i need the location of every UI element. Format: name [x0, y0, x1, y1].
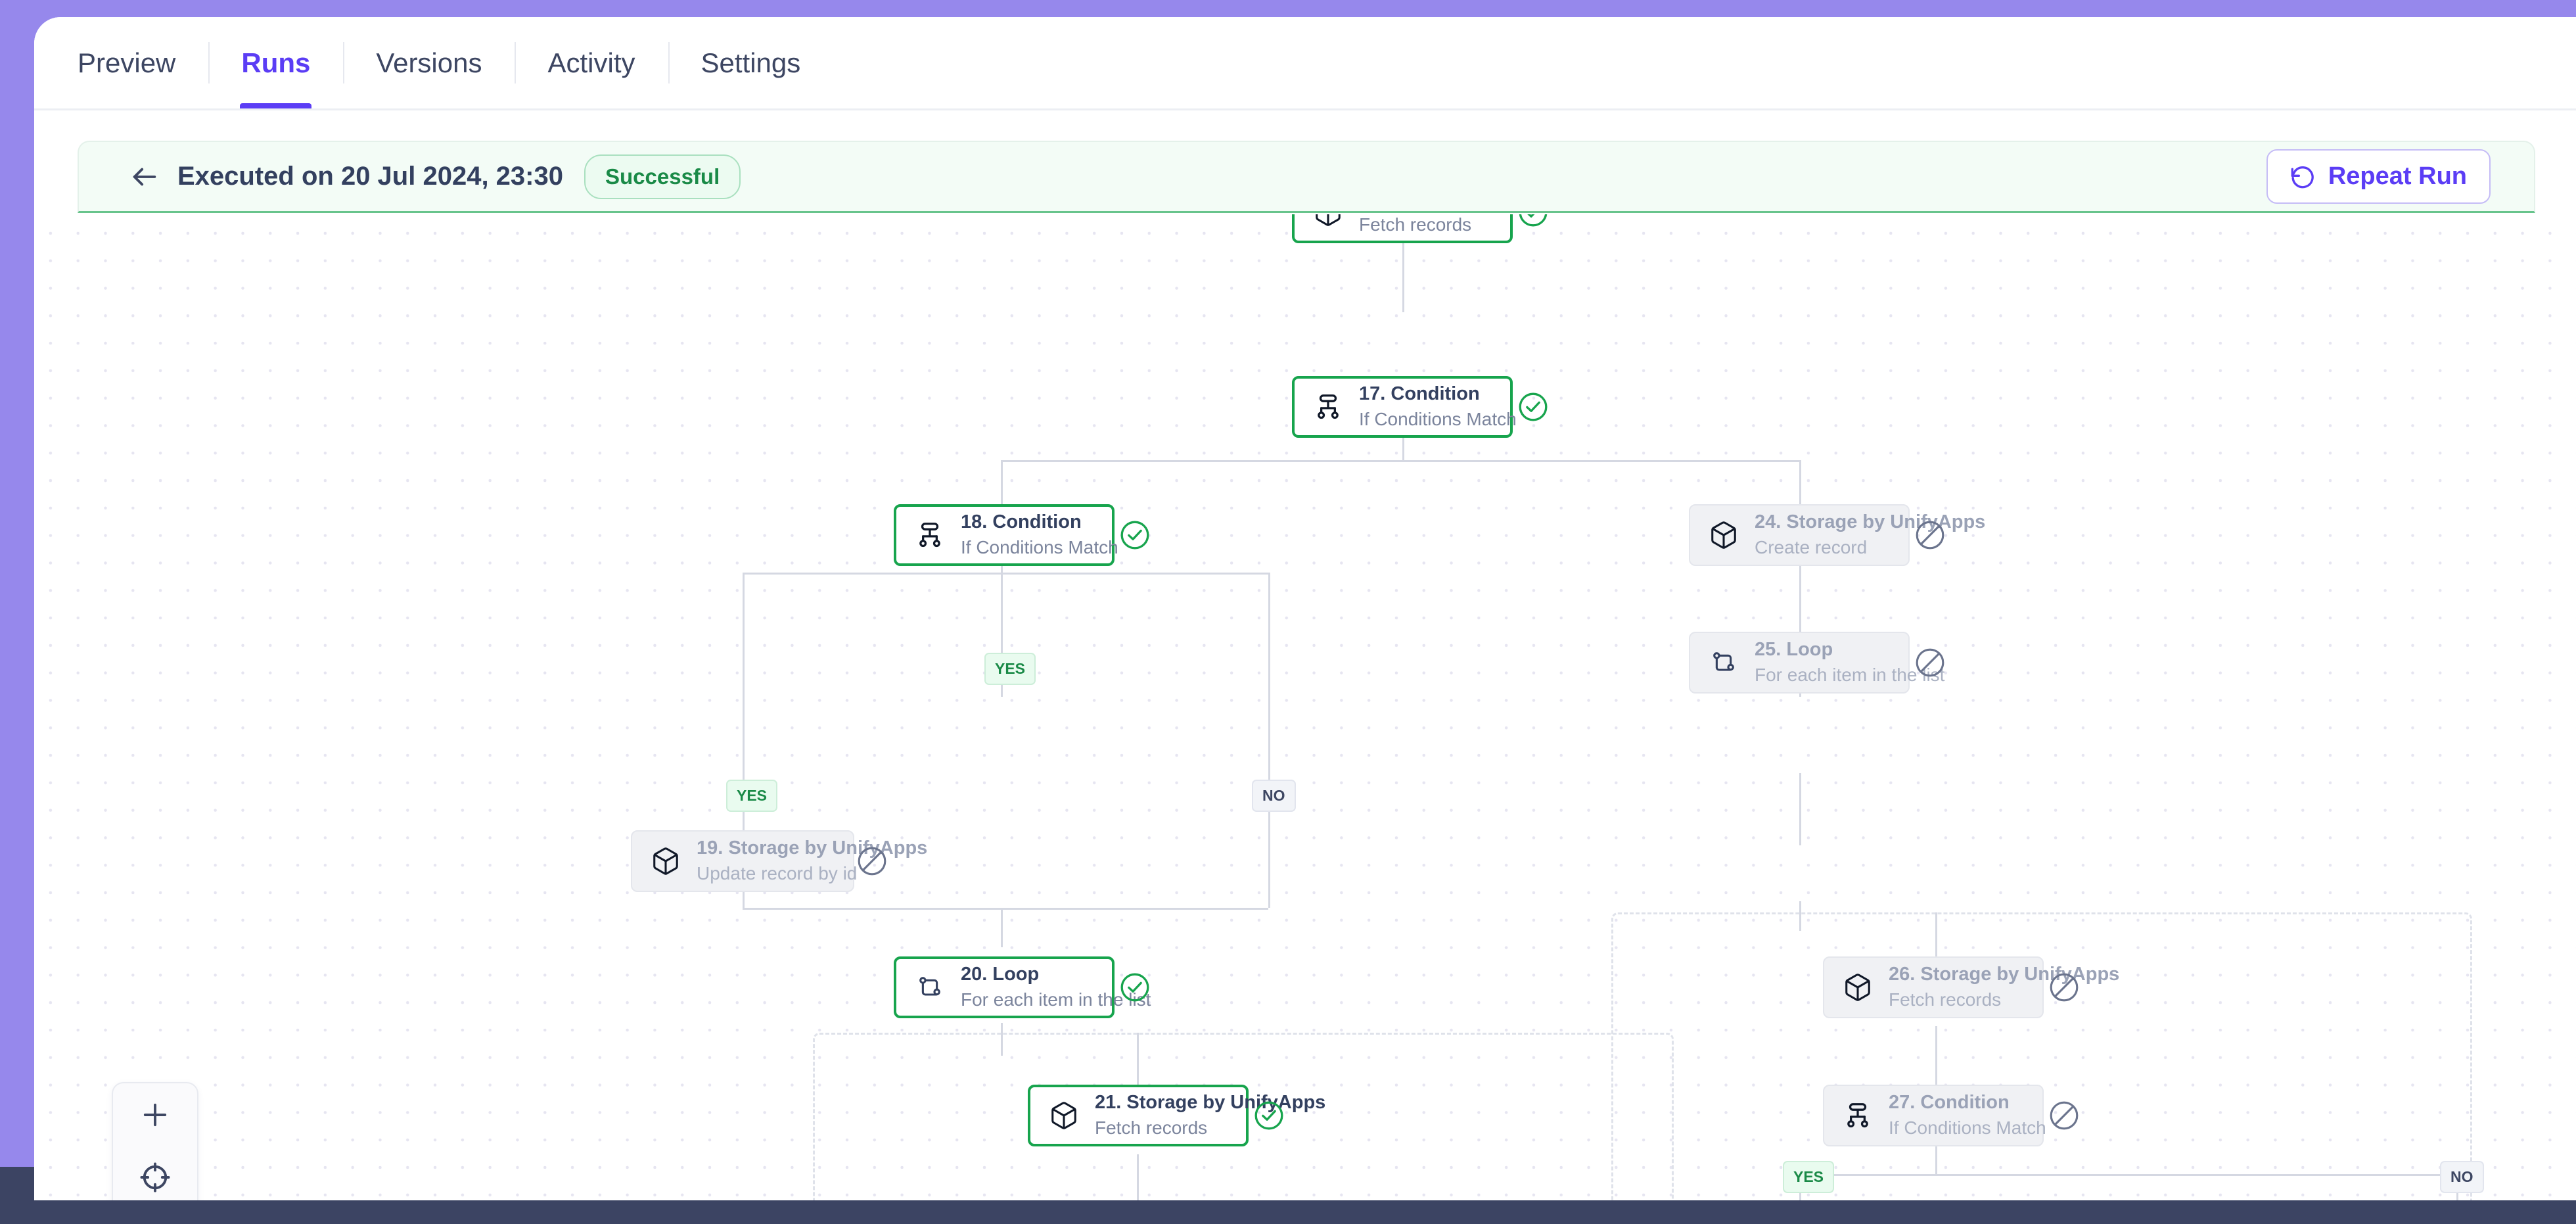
- branch-label-no-27: NO: [2440, 1161, 2484, 1193]
- tab-versions-label: Versions: [376, 47, 482, 78]
- connector-21-to-22: [1137, 1154, 1139, 1200]
- node-title: 26. Storage by UnifyApps: [1889, 964, 2120, 985]
- condition-icon: [1309, 392, 1347, 422]
- node-subtitle: Update record by id: [697, 862, 858, 883]
- workflow-node-26[interactable]: 26. Storage by UnifyApps Fetch records: [1823, 956, 2119, 1018]
- condition-icon: [1839, 1100, 1877, 1131]
- loop-body-container-25: [1611, 912, 2472, 1200]
- node-title: 21. Storage by UnifyApps: [1095, 1092, 1326, 1114]
- node-subtitle: If Conditions Match: [1889, 1117, 2046, 1138]
- check-circle-icon: [1253, 1099, 1285, 1132]
- connector-17-no-down: [1799, 460, 1801, 697]
- package-icon: [1705, 520, 1743, 550]
- check-circle-icon: [1517, 214, 1550, 229]
- connector-17-split: [1402, 434, 1404, 460]
- package-icon: [647, 846, 685, 876]
- zoom-controls: [112, 1082, 198, 1200]
- tab-activity[interactable]: Activity: [515, 17, 668, 108]
- connector-split-27: [1799, 1174, 2456, 1176]
- tab-versions[interactable]: Versions: [343, 17, 515, 108]
- node-subtitle: If Conditions Match: [1359, 408, 1517, 429]
- node-subtitle: Create record: [1755, 536, 1868, 557]
- skipped-icon: [1914, 646, 1946, 679]
- node-subtitle: If Conditions Match: [961, 536, 1118, 557]
- node-title: 19. Storage by UnifyApps: [697, 837, 928, 859]
- check-circle-icon: [1118, 519, 1151, 552]
- skipped-icon: [1914, 519, 1946, 552]
- node-subtitle: Fetch records: [1095, 1117, 1208, 1138]
- node-title: 18. Condition: [961, 511, 1082, 533]
- tab-activity-label: Activity: [547, 47, 635, 78]
- connector-split-17: [1001, 460, 1799, 462]
- connector-20-loopbody: [1001, 1023, 1003, 1056]
- branch-label-no-18: NO: [1252, 780, 1296, 812]
- tab-runs-label: Runs: [241, 47, 311, 78]
- loop-icon: [911, 973, 949, 1002]
- package-icon: [1045, 1100, 1083, 1131]
- workflow-node-27[interactable]: 27. Condition If Conditions Match: [1823, 1085, 2046, 1146]
- tab-preview[interactable]: Preview: [59, 17, 208, 108]
- package-icon: [1839, 972, 1877, 1002]
- connector-25-loopbody: [1799, 901, 1801, 931]
- node-title: 27. Condition: [1889, 1092, 2010, 1114]
- branch-label-yes-17: YES: [984, 653, 1036, 685]
- tab-bar: Preview Runs Versions Activity Settings: [34, 17, 2576, 110]
- plus-icon[interactable]: [131, 1091, 179, 1139]
- workflow-node-19[interactable]: 19. Storage by UnifyApps Update record b…: [631, 830, 927, 892]
- workflow-node-25[interactable]: 25. Loop For each item in the list: [1689, 632, 1944, 694]
- node-subtitle: Fetch records: [1889, 989, 2002, 1010]
- node-subtitle: Fetch records: [1359, 214, 1472, 235]
- connector-split-18: [743, 573, 1268, 575]
- workflow-node-21[interactable]: 21. Storage by UnifyApps Fetch records: [1028, 1085, 1325, 1146]
- workflow-canvas[interactable]: YES NO YES NO YES NO YES NO 16. Storage …: [34, 214, 2576, 1200]
- loop-body-container-20: [813, 1033, 1674, 1200]
- page-title: Executed on 20 Jul 2024, 23:30: [177, 162, 563, 191]
- workflow-node-18[interactable]: 18. Condition If Conditions Match: [894, 504, 1118, 566]
- node-title: 20. Loop: [961, 964, 1040, 985]
- repeat-run-label: Repeat Run: [2328, 162, 2467, 190]
- connector-18-yes-down: [743, 573, 745, 908]
- branch-label-yes-18: YES: [726, 780, 778, 812]
- app-card: Preview Runs Versions Activity Settings …: [34, 17, 2576, 1200]
- node-subtitle: For each item in the list: [1755, 664, 1945, 685]
- tab-settings-label: Settings: [701, 47, 801, 78]
- connector-24-25: [1799, 773, 1801, 845]
- condition-icon: [911, 520, 949, 550]
- workflow-node-20[interactable]: 20. Loop For each item in the list: [894, 956, 1151, 1018]
- run-header: Executed on 20 Jul 2024, 23:30 Successfu…: [78, 141, 2535, 213]
- connector-27-split: [1935, 1144, 1937, 1174]
- tab-settings[interactable]: Settings: [668, 17, 834, 108]
- connector-loop25-to-26: [1935, 912, 1937, 981]
- loop-icon: [1705, 648, 1743, 677]
- crosshair-icon[interactable]: [131, 1154, 179, 1200]
- node-title: 25. Loop: [1755, 639, 1833, 661]
- workflow-node-17[interactable]: 17. Condition If Conditions Match: [1292, 376, 1517, 438]
- package-icon: [1309, 214, 1347, 227]
- rotate-ccw-icon: [2290, 164, 2316, 190]
- check-circle-icon: [1118, 971, 1151, 1004]
- tab-preview-label: Preview: [78, 47, 176, 78]
- check-circle-icon: [1517, 390, 1550, 423]
- repeat-run-button[interactable]: Repeat Run: [2266, 149, 2491, 204]
- arrow-left-icon[interactable]: [126, 158, 163, 195]
- skipped-icon: [2048, 1099, 2081, 1132]
- connector-18-no-down: [1268, 573, 1270, 908]
- node-title: 17. Condition: [1359, 383, 1480, 405]
- status-badge: Successful: [584, 154, 741, 199]
- branch-label-yes-27: YES: [1783, 1161, 1835, 1193]
- node-subtitle: For each item in the list: [961, 989, 1151, 1010]
- skipped-icon: [2048, 971, 2081, 1004]
- connector-18-rejoin: [743, 908, 1268, 910]
- connector-17-yes-down: [1001, 460, 1003, 697]
- skipped-icon: [856, 845, 888, 878]
- connector-16-17: [1402, 243, 1404, 312]
- workflow-node-24[interactable]: 24. Storage by UnifyApps Create record: [1689, 504, 1985, 566]
- connector-26-to-27: [1935, 1026, 1937, 1095]
- workflow-node-16[interactable]: 16. Storage by UnifyApps Fetch records: [1292, 214, 1513, 243]
- connector-loop20-to-21: [1137, 1033, 1139, 1112]
- connector-18-rejoin-down: [1001, 908, 1003, 947]
- tab-runs[interactable]: Runs: [208, 17, 343, 108]
- node-title: 24. Storage by UnifyApps: [1755, 511, 1986, 533]
